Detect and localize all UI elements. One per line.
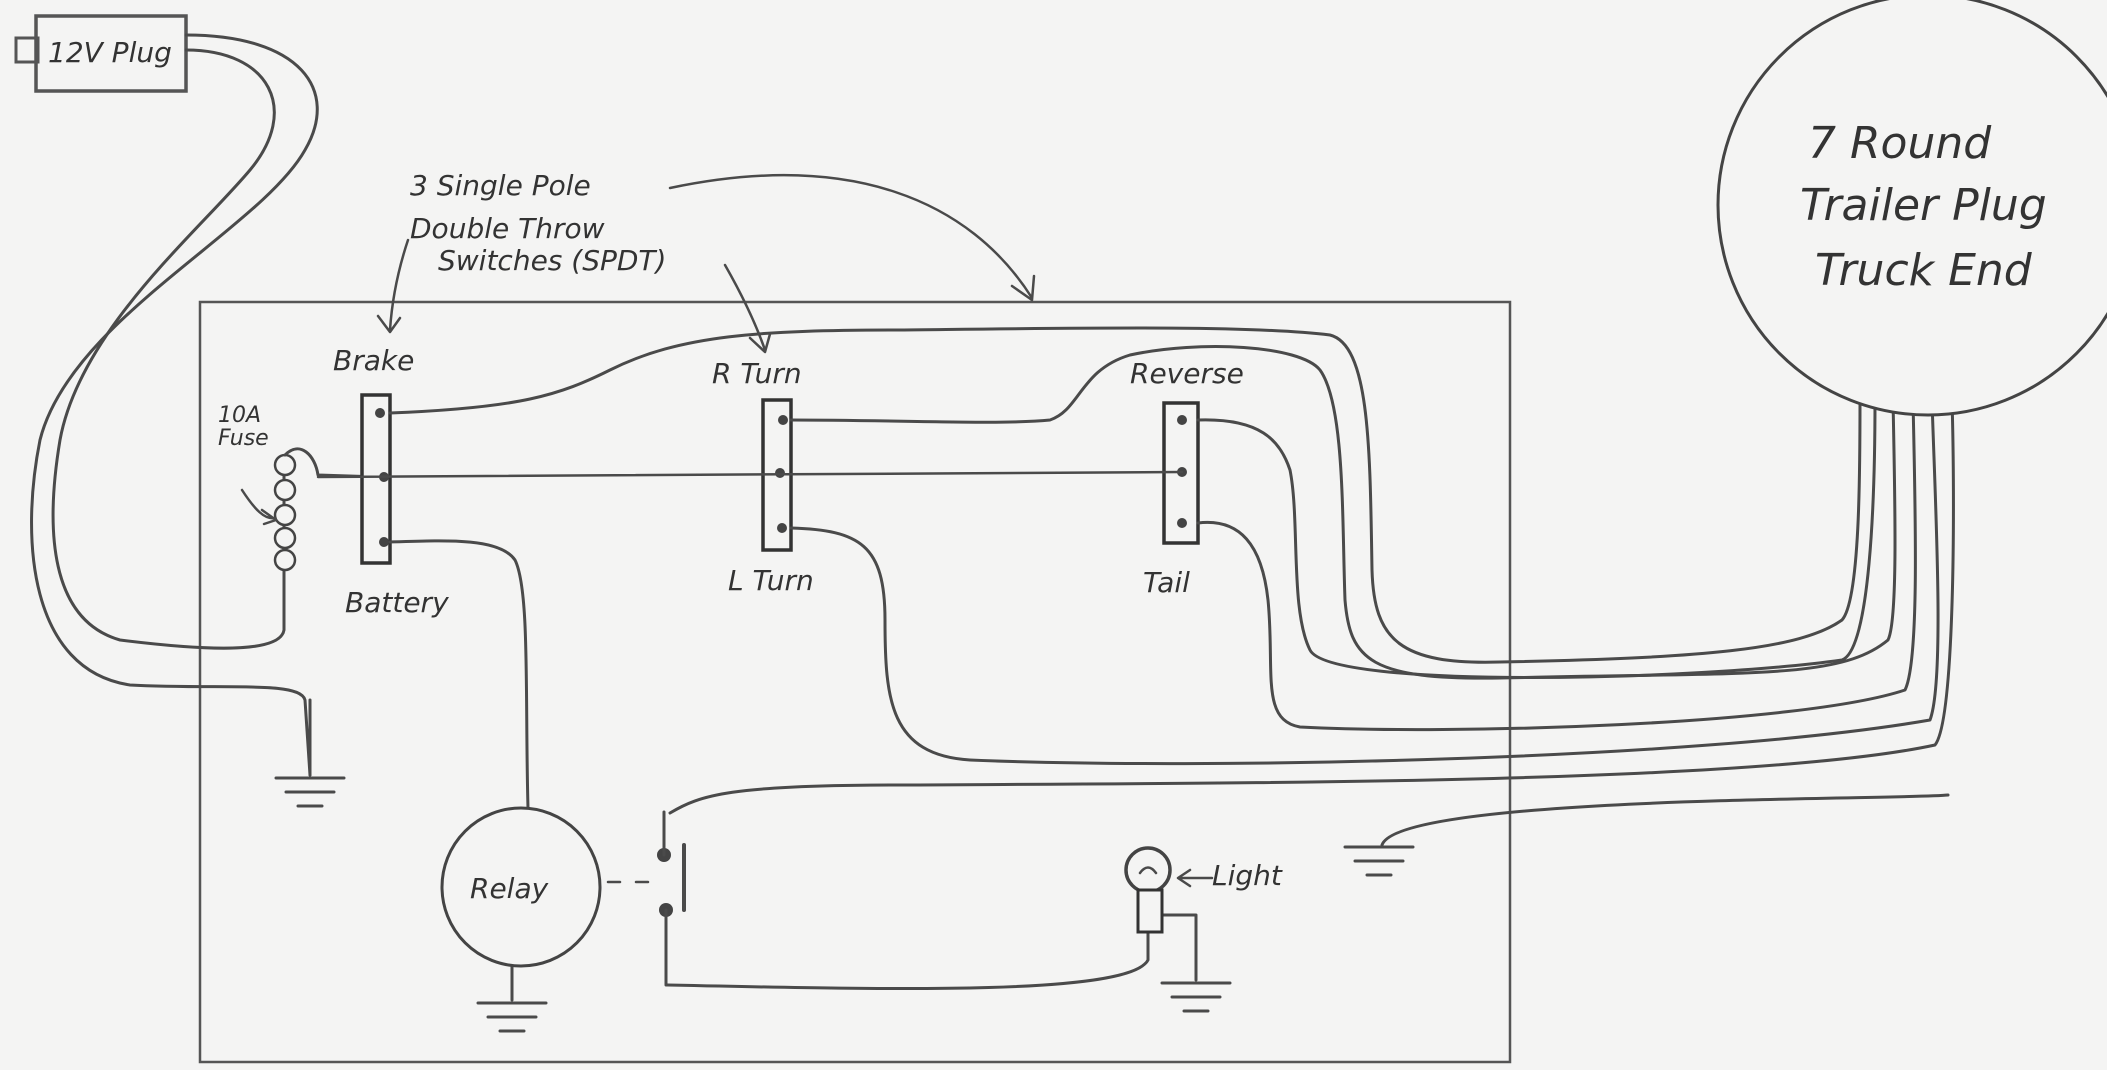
brake-switch: Brake Battery (333, 344, 449, 619)
tail-label: Tail (1143, 566, 1190, 599)
brake-output-wire (388, 326, 1862, 664)
ground-symbol-trailer (1343, 793, 1950, 877)
relay-contact (657, 810, 1150, 991)
relay-label: Relay (470, 872, 549, 905)
fuse-label-word: Fuse (218, 426, 269, 451)
switch-box-enclosure (198, 300, 1512, 1064)
reverse-tail-switch: Reverse Tail (1130, 357, 1244, 599)
note-line-2: Double Throw (410, 212, 605, 245)
brake-label: Brake (333, 344, 414, 377)
10a-fuse: 10A Fuse (218, 403, 382, 572)
relay: Relay (440, 806, 650, 968)
common-feed-bus (316, 470, 1184, 479)
fuse-label-amperage: 10A (218, 403, 261, 428)
trailer-plug-line-3: Truck End (1815, 245, 2033, 296)
trailer-plug-line-2: Trailer Plug (1800, 180, 2047, 231)
note-arrow-reverse (668, 174, 1036, 302)
r-turn-output-wire (789, 345, 1897, 680)
12v-plug-wire-positive (51, 48, 286, 650)
12v-plug: 12V Plug (14, 14, 188, 93)
tail-output-wire (1196, 398, 1917, 732)
fuse-pointer-arrow (240, 488, 278, 526)
battery-label: Battery (345, 586, 449, 619)
ground-symbol-light (1158, 913, 1232, 1013)
battery-to-relay-wire (388, 539, 530, 810)
reverse-output-wire (1196, 398, 1877, 679)
relay-to-light-wire (664, 908, 1150, 991)
7-round-trailer-plug: 7 Round Trailer Plug Truck End (1716, 0, 2107, 417)
note-line-3: Switches (SPDT) (438, 244, 666, 277)
note-arrow-turn (723, 263, 772, 354)
note-line-1: 3 Single Pole (410, 169, 591, 202)
ground-symbol-relay (476, 963, 548, 1033)
turn-switch: R Turn L Turn (712, 357, 814, 597)
light-label: Light (1212, 859, 1283, 892)
12v-plug-wire-ground (30, 33, 319, 777)
reverse-label: Reverse (1130, 357, 1244, 390)
trailer-plug-line-1: 7 Round (1808, 118, 1992, 169)
12v-plug-label: 12V Plug (48, 36, 172, 69)
spdt-switches-note: 3 Single Pole Double Throw Switches (SPD… (376, 169, 1036, 354)
relay-supply-wire (668, 398, 1955, 815)
ground-symbol-left (274, 698, 346, 808)
l-turn-output-wire (789, 398, 1940, 766)
indicator-light: Light (1124, 846, 1283, 934)
l-turn-label: L Turn (728, 564, 814, 597)
r-turn-label: R Turn (712, 357, 802, 390)
light-pointer-arrow (1176, 868, 1214, 888)
note-arrow-brake (376, 238, 410, 334)
